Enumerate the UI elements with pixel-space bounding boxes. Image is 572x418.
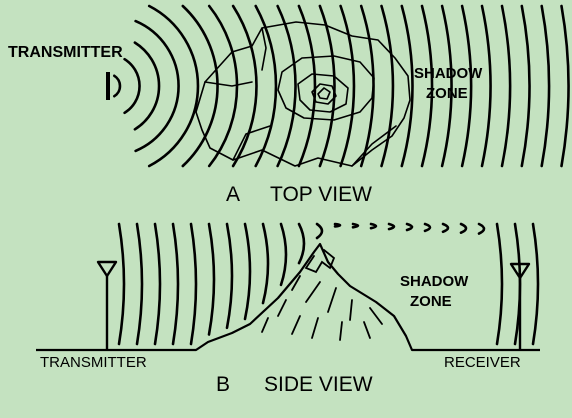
top-wavefront-arc xyxy=(133,41,161,131)
side-wavefront-arc xyxy=(441,222,450,234)
top-wavefront-arc xyxy=(134,19,180,153)
contour-inner xyxy=(297,73,349,113)
side-view-receiver-label: RECEIVER xyxy=(444,354,521,371)
top-view-caption: TOP VIEW xyxy=(270,183,372,206)
side-wavefront-arc xyxy=(207,222,216,336)
ground-line xyxy=(36,242,540,352)
side-wavefront-arc xyxy=(333,222,342,228)
side-wavefront-arc xyxy=(243,222,252,321)
top-wavefront-arc xyxy=(123,57,141,115)
contour-peak xyxy=(311,83,337,105)
terrain-ridge-3 xyxy=(232,125,271,161)
terrain-ridge-4 xyxy=(351,125,397,167)
top-wavefront-arc xyxy=(147,4,200,168)
top-view-shadow-zone-label-line1: SHADOW xyxy=(414,65,483,82)
side-wavefront-arc xyxy=(171,222,180,346)
top-wavefront-arc xyxy=(400,4,414,168)
side-view-caption-letter: B xyxy=(216,373,230,396)
top-view-transmitter-label: TRANSMITTER xyxy=(8,44,123,61)
side-wavefront-arc xyxy=(423,222,432,233)
side-wavefront-arc xyxy=(297,222,306,265)
terrain-ridge-1 xyxy=(261,27,267,71)
top-view-terrain-contours xyxy=(195,21,411,167)
side-view-wavefronts xyxy=(117,222,540,346)
top-wavefront-arc xyxy=(440,4,453,168)
top-wavefront-arc xyxy=(231,4,258,168)
top-wavefront-arc xyxy=(560,4,570,168)
side-wavefront-arc xyxy=(225,222,234,330)
transmitter-antenna-icon xyxy=(96,260,118,350)
side-view-shadow-zone-label-line2: ZONE xyxy=(410,293,452,310)
side-wavefront-arc xyxy=(387,222,396,231)
top-wavefront-arc xyxy=(318,4,336,168)
top-wavefront-arc xyxy=(276,4,297,168)
top-wavefront-arc xyxy=(500,4,512,168)
top-view-wavefronts xyxy=(113,4,570,168)
top-view-panel: TRANSMITTER SHADOW ZONE A TOP VIEW xyxy=(8,4,570,206)
side-wavefront-arc xyxy=(135,222,144,346)
contour-mid xyxy=(277,55,375,121)
top-wavefront-arc xyxy=(540,4,551,168)
side-wavefront-arc xyxy=(477,222,486,235)
top-wavefront-arc xyxy=(359,4,375,168)
side-wavefront-arc xyxy=(495,222,504,346)
top-view-shadow-zone-label-line2: ZONE xyxy=(426,85,468,102)
contour-outer xyxy=(195,21,411,167)
side-view-panel: SHADOW ZONE TRANSMITTER RECEIVER B SIDE … xyxy=(36,222,540,396)
top-view-transmitter-icon xyxy=(106,72,110,100)
side-wavefront-arc xyxy=(531,222,540,346)
top-wavefront-arc xyxy=(254,4,278,168)
side-view-caption: SIDE VIEW xyxy=(264,373,373,396)
top-wavefront-arc xyxy=(520,4,531,168)
top-wavefront-arc xyxy=(460,4,473,168)
terrain-ridge-2 xyxy=(204,81,253,87)
side-wavefront-arc xyxy=(369,222,378,230)
top-wavefront-arc xyxy=(207,4,239,168)
top-wavefront-arc xyxy=(113,74,122,98)
top-wavefront-arc xyxy=(181,4,219,168)
side-wavefront-arc xyxy=(459,222,468,234)
top-wavefront-arc xyxy=(420,4,434,168)
side-wavefront-arc xyxy=(279,222,288,287)
top-wavefront-arc xyxy=(380,4,395,168)
receiver-antenna-icon xyxy=(509,262,531,350)
contour-peak-inner xyxy=(317,87,331,100)
side-wavefront-arc xyxy=(261,222,270,305)
top-view-caption-letter: A xyxy=(226,183,240,206)
side-view-shadow-zone-label-line1: SHADOW xyxy=(400,273,469,290)
side-view-transmitter-label: TRANSMITTER xyxy=(40,354,147,371)
mountain-hatching xyxy=(261,249,383,341)
top-wavefront-arc xyxy=(339,4,356,168)
side-wavefront-arc xyxy=(117,222,126,346)
side-wavefront-arc xyxy=(315,222,324,240)
side-wavefront-arc xyxy=(189,222,198,346)
side-wavefront-arc xyxy=(405,222,414,232)
top-wavefront-arc xyxy=(480,4,492,168)
top-wavefront-arc xyxy=(297,4,317,168)
side-wavefront-arc xyxy=(153,222,162,346)
side-wavefront-arc xyxy=(351,222,360,229)
